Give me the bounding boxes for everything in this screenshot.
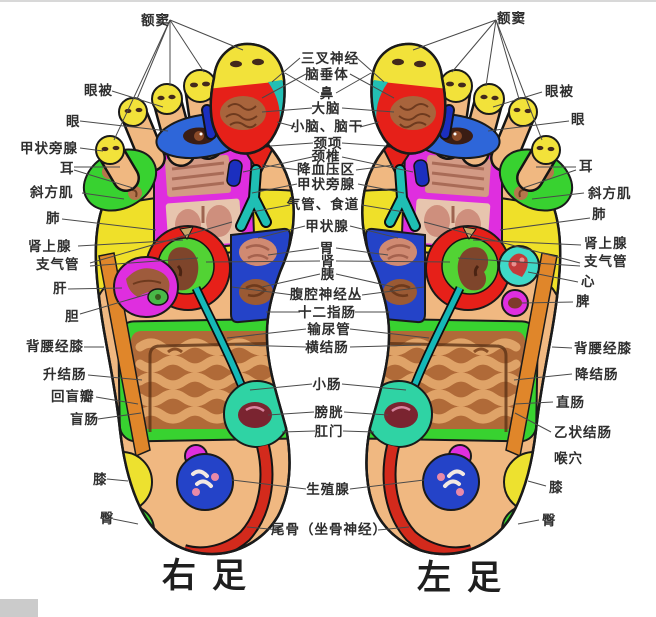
corner-artifact [0,599,38,617]
label-pancreas: 胰 [320,267,336,282]
label-cerebrum: 大脑 [311,101,341,116]
left-foot [352,34,583,554]
label-knee-l: 膝 [93,472,108,487]
label-lung-l: 肺 [46,211,61,226]
label-back-lumbar-l: 背腰经膝 [26,339,84,354]
label-duodenum: 十二指肠 [298,305,356,320]
label-bronchus-l: 支气管 [36,257,80,272]
label-blood-pressure-area: 降血压区 [297,162,355,177]
label-cerebellum-brainstem: 小脑、脑干 [290,119,364,134]
label-coccyx-sciatic: 尾骨（坐骨神经） [271,522,387,537]
label-ileocecal-valve: 回盲瓣 [51,389,95,404]
label-ascending-colon: 升结肠 [43,367,87,382]
label-hip-l: 臀 [100,511,115,526]
label-adrenal-r: 肾上腺 [584,236,628,251]
label-adrenal-l: 肾上腺 [28,239,72,254]
label-knee-r: 膝 [549,480,564,495]
label-eye-r: 眼 [571,112,586,127]
right-foot [73,34,304,554]
label-trigeminal-nerve: 三叉神经 [301,51,359,66]
label-hip-r: 臀 [542,513,557,528]
label-frontal-sinus-r: 额窦 [497,11,526,26]
label-celiac-plexus: 腹腔神经丛 [289,287,363,302]
label-eyelid-l: 眼被 [84,83,113,98]
leader-lines [61,19,591,531]
label-eyelid-r: 眼被 [545,84,574,99]
label-pituitary: 脑垂体 [305,67,349,82]
label-cecum: 盲肠 [70,412,99,427]
label-heart: 心 [581,274,596,289]
label-lung-r: 肺 [592,207,607,222]
label-parathyroid-c: 甲状旁腺 [297,177,355,192]
label-eye-l: 眼 [66,114,81,129]
label-small-intestine: 小肠 [312,377,342,392]
label-ear-l: 耳 [60,161,75,176]
top-border [0,0,656,2]
label-descending-colon: 降结肠 [575,367,619,382]
label-ureter: 输尿管 [307,322,351,337]
label-back-lumbar-r: 背腰经膝 [574,341,632,356]
label-thyroid: 甲状腺 [305,219,349,234]
label-trapezius-l: 斜方肌 [30,185,74,200]
label-rectum: 直肠 [556,395,585,410]
label-ear-r: 耳 [579,159,594,174]
label-gonad: 生殖腺 [306,482,350,497]
label-nape: 颈项 [313,136,343,151]
label-trapezius-r: 斜方肌 [588,186,632,201]
title-right-foot: 右足 [162,558,262,595]
label-kidney: 肾 [320,254,336,269]
label-liver: 肝 [53,281,68,296]
label-sigmoid-colon: 乙状结肠 [554,425,612,440]
label-cervical-spine: 颈椎 [311,149,341,164]
label-frontal-sinus-l: 额窦 [141,13,170,28]
label-stomach: 胃 [319,241,335,256]
label-bladder: 膀胱 [314,405,344,420]
label-throat-point: 喉穴 [554,451,583,466]
label-anus: 肛门 [314,424,344,439]
label-spleen: 脾 [576,294,591,309]
label-nose: 鼻 [319,86,335,101]
label-transverse-colon: 横结肠 [305,340,349,355]
title-left-foot: 左足 [417,560,517,597]
label-gallbladder: 胆 [65,309,80,324]
label-trachea-esophagus: 气管、食道 [286,197,360,212]
label-bronchus-r: 支气管 [584,254,628,269]
label-parathyroid-l: 甲状旁腺 [20,141,78,156]
